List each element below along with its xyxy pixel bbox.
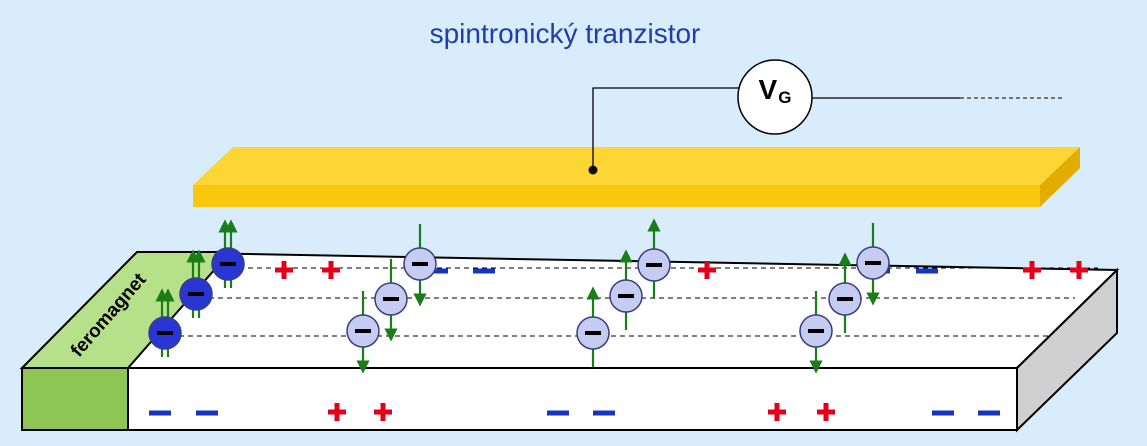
- electron: [403, 224, 437, 307]
- gate-voltage-label: VG: [758, 74, 792, 107]
- negative-charge: [978, 410, 1000, 416]
- electron: [148, 288, 182, 357]
- electron: [346, 291, 380, 374]
- negative-charge: [196, 410, 218, 416]
- positive-charge: [817, 403, 835, 421]
- positive-charge: [328, 403, 346, 421]
- electron: [856, 223, 890, 306]
- negative-charge: [149, 410, 171, 416]
- ferromagnet-block: [19, 251, 233, 431]
- gate-voltage-source: [737, 59, 813, 135]
- negative-charge: [932, 410, 954, 416]
- electron: [374, 259, 408, 342]
- electron: [211, 219, 245, 288]
- positive-charge: [698, 261, 716, 279]
- electron: [179, 249, 213, 318]
- negative-charge: [547, 410, 569, 416]
- positive-charge: [275, 261, 293, 279]
- electrons: [148, 218, 890, 374]
- electron: [799, 291, 833, 374]
- negative-charge: [426, 268, 448, 274]
- gate-electrode: [193, 147, 1080, 207]
- electron: [609, 249, 643, 330]
- negative-charge: [916, 268, 938, 274]
- electron: [637, 218, 671, 299]
- positive-charge: [1023, 261, 1041, 279]
- semiconductor-slab: [126, 250, 1120, 433]
- negative-charge: [473, 268, 495, 274]
- positive-charge: [374, 403, 392, 421]
- electron: [828, 252, 862, 333]
- positive-charge: [768, 403, 786, 421]
- electron: [576, 286, 610, 367]
- positive-charge: [322, 261, 340, 279]
- positive-charge: [1070, 261, 1088, 279]
- diagram-title: spintronický tranzistor: [429, 18, 701, 49]
- gate-wires: [592, 87, 1062, 170]
- negative-charge: [593, 410, 615, 416]
